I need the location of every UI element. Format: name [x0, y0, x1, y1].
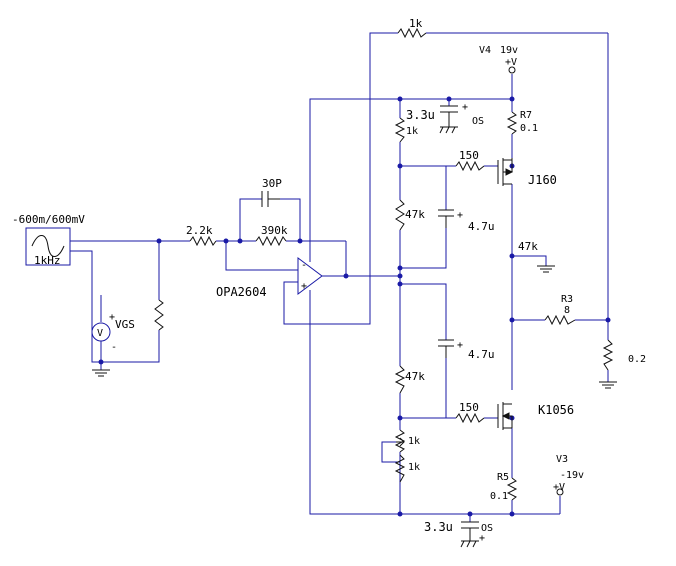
voltmeter-symbol: V	[97, 328, 103, 339]
opamp-name-label: OPA2604	[216, 285, 267, 299]
capacitor-symbols	[261, 105, 479, 534]
lower-gate-resistor-label: 150	[459, 401, 479, 414]
upper-bias-resistor-label: 1k	[406, 126, 418, 137]
pot-lower-resistor-label: 1k	[408, 462, 420, 473]
pot-wiper-arrow-icon	[396, 437, 405, 447]
r5-name-label: R5	[497, 472, 509, 483]
r3-value-label: 8	[564, 305, 570, 316]
ground-icon	[460, 534, 479, 548]
ground-icon	[537, 265, 555, 273]
upper-supply-name: V4	[479, 45, 491, 56]
voltmeter-minus-label: -	[111, 342, 117, 353]
lower-supply-value: -19v	[560, 470, 584, 481]
input-resistor-label: 2.2k	[186, 224, 213, 237]
component-labels: 1k 30P 2.2k 390k 3.3u + OS 1k R7 0.1 150…	[186, 17, 646, 544]
opamp-minus-label: -	[301, 260, 307, 271]
lower-supply: V3 -19v +V	[553, 454, 584, 496]
supply-terminal-icon	[508, 66, 516, 74]
upper-gate-resistor-label: 150	[459, 149, 479, 162]
lower-divider-resistor-label: 47k	[405, 370, 425, 383]
global-feedback-resistor-label: 1k	[409, 17, 423, 30]
upper-supply-symbol: +V	[505, 57, 517, 68]
output-shunt-resistor-label: 47k	[518, 240, 538, 253]
source-amplitude-label: -600m/600mV	[12, 213, 85, 226]
lower-coupling-cap-plus: +	[457, 340, 463, 351]
upper-bypass-cap-label: 3.3u	[406, 108, 435, 122]
lower-supply-symbol: +V	[553, 482, 565, 493]
upper-supply: V4 19v +V	[479, 45, 518, 74]
r7-name-label: R7	[520, 110, 532, 121]
upper-supply-value: 19v	[500, 45, 518, 56]
junction-dots	[98, 96, 611, 517]
r3-name-label: R3	[561, 294, 573, 305]
upper-bypass-cap-plus: +	[462, 102, 468, 113]
resistor-symbols	[154, 27, 614, 501]
lower-coupling-cap-label: 4.7u	[468, 348, 495, 361]
wires	[70, 32, 609, 522]
r7-value-label: 0.1	[520, 123, 538, 134]
lower-mosfet-symbol	[497, 402, 513, 430]
feedback-resistor-label: 390k	[261, 224, 288, 237]
r5-value-label: 0.1	[490, 491, 508, 502]
ground-symbols	[92, 120, 617, 548]
upper-transistor-label: J160	[528, 173, 557, 187]
upper-mosfet-symbol	[497, 158, 514, 186]
ground-icon	[92, 369, 110, 377]
compensation-cap-label: 30P	[262, 177, 282, 190]
lower-bypass-cap-type: OS	[481, 523, 493, 534]
load-resistor-label: 0.2	[628, 354, 646, 365]
lower-transistor-label: K1056	[538, 403, 574, 417]
voltmeter: V + VGS -	[91, 312, 135, 353]
lower-bypass-cap-plus: +	[479, 533, 485, 544]
opamp-plus-label: +	[301, 281, 307, 292]
source-frequency-label: 1kHz	[34, 254, 61, 267]
lower-bypass-cap-label: 3.3u	[424, 520, 453, 534]
sine-wave-icon	[31, 235, 65, 257]
upper-coupling-cap-label: 4.7u	[468, 220, 495, 233]
upper-coupling-cap-plus: +	[457, 210, 463, 221]
ground-icon	[439, 120, 458, 134]
pot-upper-resistor-label: 1k	[408, 436, 420, 447]
signal-source: -600m/600mV 1kHz	[12, 213, 85, 267]
voltmeter-plus-label: +	[109, 312, 115, 323]
lower-supply-name: V3	[556, 454, 568, 465]
opamp-symbol: - + OPA2604	[216, 257, 323, 299]
voltmeter-name-label: VGS	[115, 318, 135, 331]
supply-terminal-icon	[556, 488, 564, 496]
upper-bypass-cap-type: OS	[472, 116, 484, 127]
ground-icon	[599, 381, 617, 389]
upper-divider-resistor-label: 47k	[405, 208, 425, 221]
